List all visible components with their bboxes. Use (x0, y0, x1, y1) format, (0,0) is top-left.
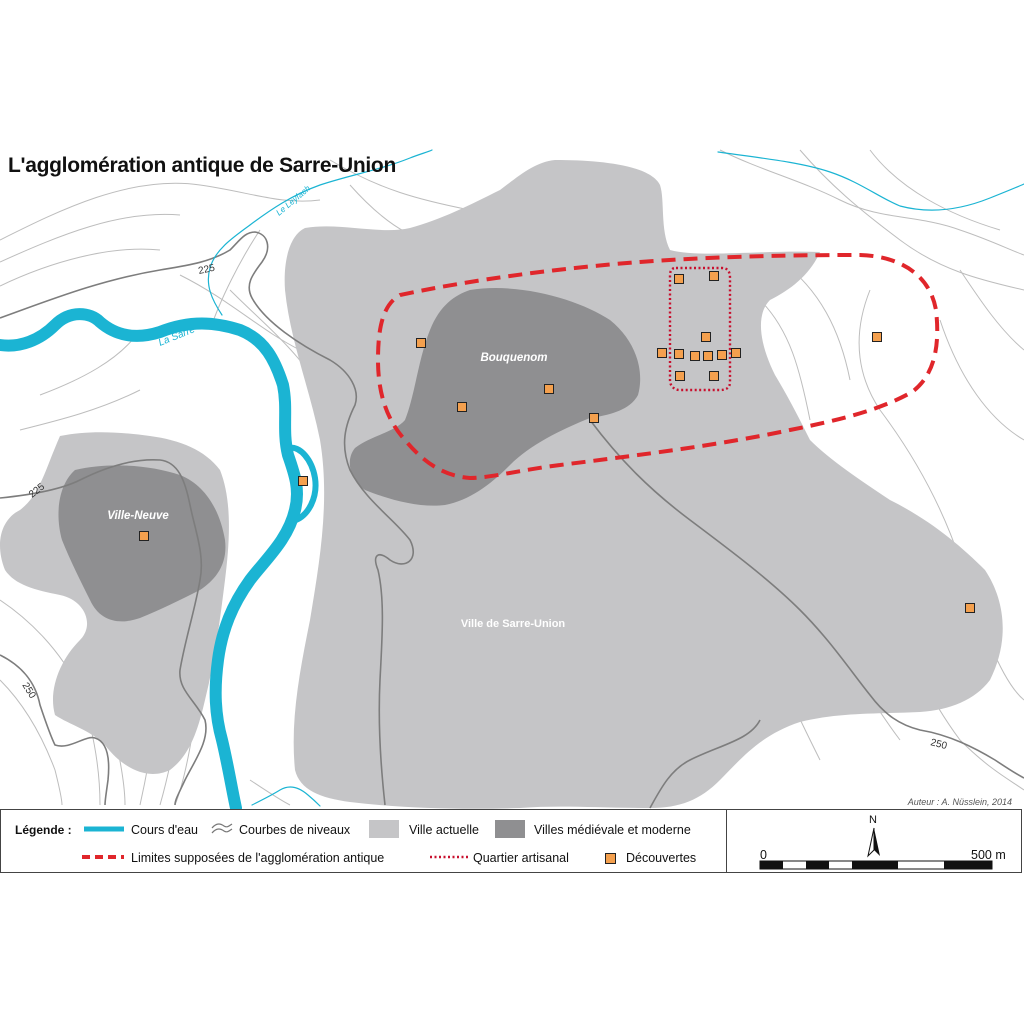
discovery-markers (139, 271, 975, 613)
contour-label-250-west: 250 (19, 681, 37, 701)
legend-divider (726, 810, 727, 872)
discovery-marker-4 (589, 413, 599, 423)
discovery-marker-13 (703, 351, 713, 361)
legend-finds-label: Découvertes (626, 851, 697, 865)
river-sarre (0, 308, 303, 814)
scale-start-label: 0 (760, 848, 767, 862)
medieval-town-swatch (495, 820, 525, 838)
discovery-marker-2 (457, 402, 467, 412)
legend-panel: Légende : Cours d'eau Courbes de niveaux… (0, 809, 1022, 873)
river-leyfach (207, 149, 433, 316)
discovery-marker-17 (709, 371, 719, 381)
legend-ancient-limits-label: Limites supposées de l'agglomération ant… (131, 851, 385, 865)
discovery-marker-15 (731, 348, 741, 358)
label-sarre-union: Ville de Sarre-Union (461, 618, 566, 630)
discovery-marker-18 (872, 332, 882, 342)
craft-quarter-swatch (430, 855, 468, 859)
ancient-limits-outline (375, 252, 940, 481)
scale-bar (759, 860, 993, 870)
legend-contours-label: Courbes de niveaux (239, 823, 351, 837)
label-ville-neuve: Ville-Neuve (107, 510, 169, 522)
river-sarre-channel (285, 444, 319, 523)
legend-modern-town-label: Ville actuelle (409, 823, 479, 837)
map-title: L'agglomération antique de Sarre-Union (8, 154, 396, 177)
discovery-marker-16 (675, 371, 685, 381)
legend-river-label: Cours d'eau (131, 823, 199, 837)
discovery-marker-3 (544, 384, 554, 394)
discovery-marker-5 (298, 476, 308, 486)
craft-quarter-outline (668, 266, 732, 392)
discovery-marker-14 (717, 350, 727, 360)
north-label: N (869, 814, 877, 826)
legend-craft-quarter-label: Quartier artisanal (473, 851, 569, 865)
discovery-marker-7 (674, 274, 684, 284)
north-arrow-icon (867, 827, 880, 858)
label-bouquenom: Bouquenom (480, 352, 547, 364)
major-contour-lines (0, 231, 1024, 809)
discovery-marker-6 (139, 531, 149, 541)
ancient-limits-swatch (82, 855, 124, 859)
modern-town-swatch (369, 820, 399, 838)
discovery-marker-8 (709, 271, 719, 281)
river-northeast (717, 151, 1024, 211)
medieval-town-areas (58, 288, 641, 622)
finds-swatch (605, 853, 616, 864)
river-swatch (84, 826, 124, 832)
discovery-marker-19 (965, 603, 975, 613)
legend-heading: Légende : (15, 823, 72, 837)
discovery-marker-1 (416, 338, 426, 348)
scale-end-label: 500 m (971, 848, 1006, 862)
label-le-leyfach: Le Leyfach (274, 183, 312, 218)
contour-label-225-north: 225 (197, 263, 216, 277)
contour-swatch-icon (211, 823, 233, 834)
discovery-marker-12 (690, 351, 700, 361)
contour-label-250-east: 250 (929, 737, 948, 752)
rivers (0, 149, 1024, 814)
discovery-marker-9 (701, 332, 711, 342)
discovery-marker-10 (657, 348, 667, 358)
discovery-marker-11 (674, 349, 684, 359)
river-south (251, 786, 321, 807)
author-credit: Auteur : A. Nüsslein, 2014 (907, 797, 1012, 807)
legend-medieval-town-label: Villes médiévale et moderne (534, 823, 691, 837)
